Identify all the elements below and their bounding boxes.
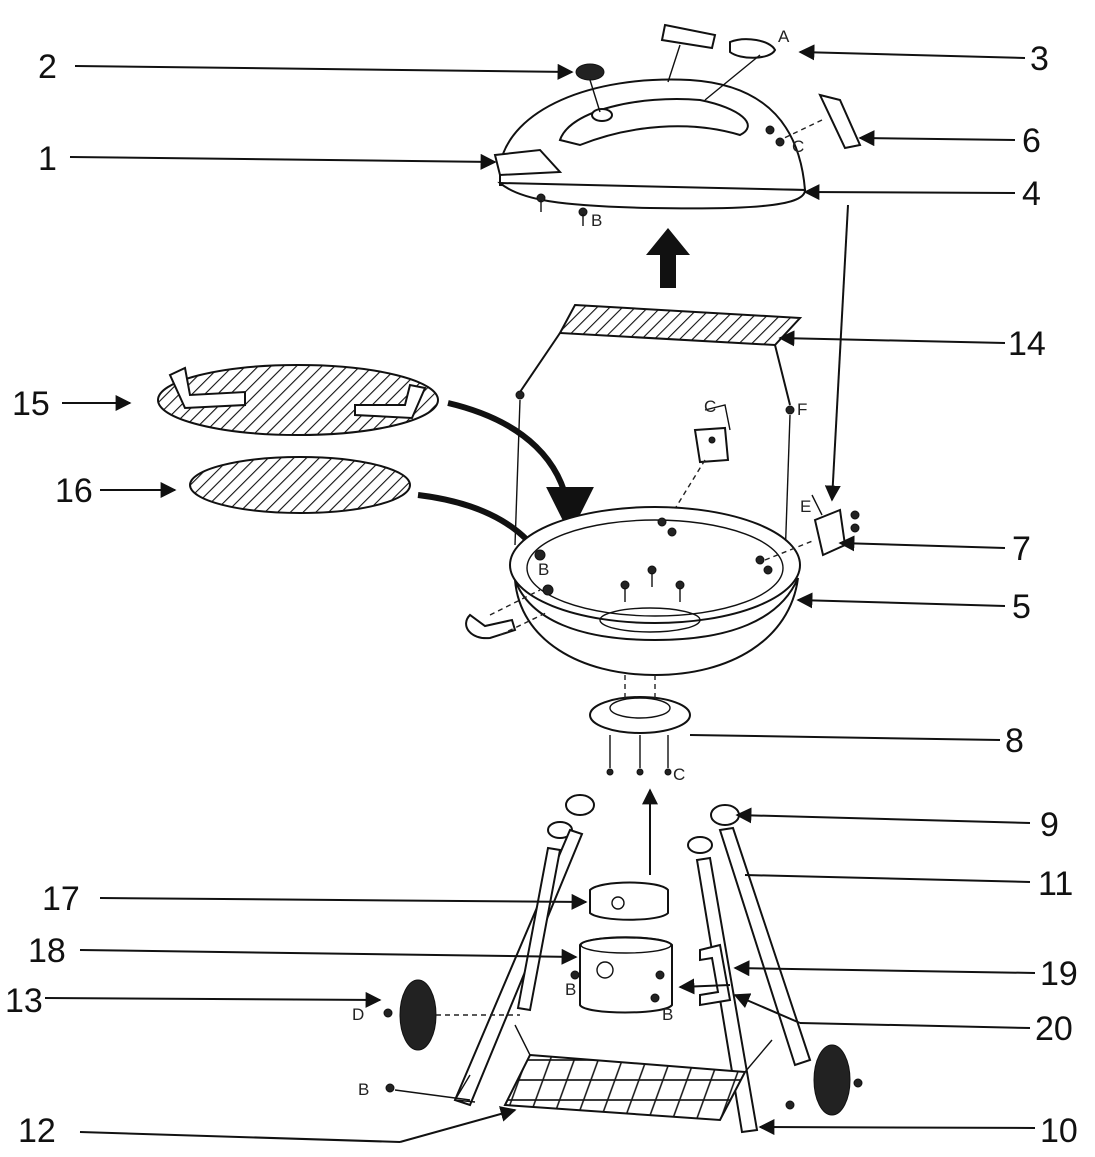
ash-ring-8 (589, 675, 691, 776)
bowl-side-handle (465, 613, 517, 640)
damper-knob-3 (729, 38, 777, 59)
lid-rim (497, 181, 807, 210)
hw-c-ring: C (673, 765, 685, 784)
hw-f: F (797, 400, 807, 419)
callout-11: 11 (1038, 865, 1073, 903)
thermometer-2 (575, 63, 605, 81)
hw-c-lid: C (792, 137, 804, 156)
hw-b-ashcan: B (662, 1005, 673, 1024)
callout-16: 16 (55, 472, 93, 510)
grate-placement-arrow (447, 400, 594, 535)
bowl-5 (465, 494, 860, 677)
lid-hinge-6 (818, 93, 862, 150)
callout-13: 13 (5, 982, 43, 1020)
callout-19: 19 (1040, 955, 1078, 993)
lid-assembly (493, 23, 862, 226)
charcoal-grate-16 (189, 456, 411, 514)
lid-handle (493, 148, 563, 177)
leg-right-front (718, 826, 812, 1067)
leader-lines (44, 44, 1036, 1143)
callout-10: 10 (1040, 1112, 1078, 1150)
leg-cap-right (710, 804, 740, 826)
callout-5: 5 (1012, 588, 1031, 626)
callout-numbers: 1 2 3 4 5 6 7 8 9 10 11 12 13 14 15 16 1… (5, 40, 1078, 1150)
callout-18: 18 (28, 932, 66, 970)
lid-vent-hole (591, 108, 613, 122)
callout-8: 8 (1005, 722, 1024, 760)
hardware-letters: A B C C F E B C B B D B (352, 27, 811, 1099)
callout-7: 7 (1012, 530, 1031, 568)
callout-1: 1 (38, 140, 57, 178)
lid-hanger-7 (813, 508, 847, 557)
hw-d: D (352, 1005, 364, 1024)
callout-20: 20 (1035, 1010, 1073, 1048)
callout-9: 9 (1040, 806, 1059, 844)
callout-6: 6 (1022, 122, 1041, 160)
wheel-right (813, 1044, 851, 1116)
ash-catcher (570, 788, 732, 1014)
callout-2: 2 (38, 48, 57, 86)
cooking-grate-15 (157, 364, 439, 436)
hw-e: E (800, 497, 811, 516)
warming-rack-14 (514, 303, 803, 561)
hw-c-basket: C (704, 397, 716, 416)
damper-handle-3 (660, 23, 717, 50)
ash-can-handle-19 (699, 943, 732, 1007)
callout-4: 4 (1022, 175, 1041, 213)
leg-cap-left (565, 794, 595, 816)
bottom-shelf-12 (503, 1053, 747, 1122)
stand (383, 794, 863, 1134)
hw-b-lid: B (591, 211, 602, 230)
wheel-left (399, 979, 437, 1051)
lid-dome (499, 78, 807, 192)
callout-15: 15 (12, 385, 50, 423)
callout-12: 12 (18, 1112, 56, 1150)
ash-pan-ring-17 (589, 881, 669, 921)
leg-left-back (516, 846, 562, 1012)
callout-14: 14 (1008, 325, 1046, 363)
hw-a: A (778, 27, 790, 46)
hw-b-bottom: B (358, 1080, 369, 1099)
hw-b-bowl: B (538, 560, 549, 579)
callout-3: 3 (1030, 40, 1049, 78)
hw-b-ashcan-left: B (565, 980, 576, 999)
leg-cap-mid (687, 836, 713, 854)
assembly-arrow-up (646, 228, 690, 288)
callout-17: 17 (42, 880, 80, 918)
